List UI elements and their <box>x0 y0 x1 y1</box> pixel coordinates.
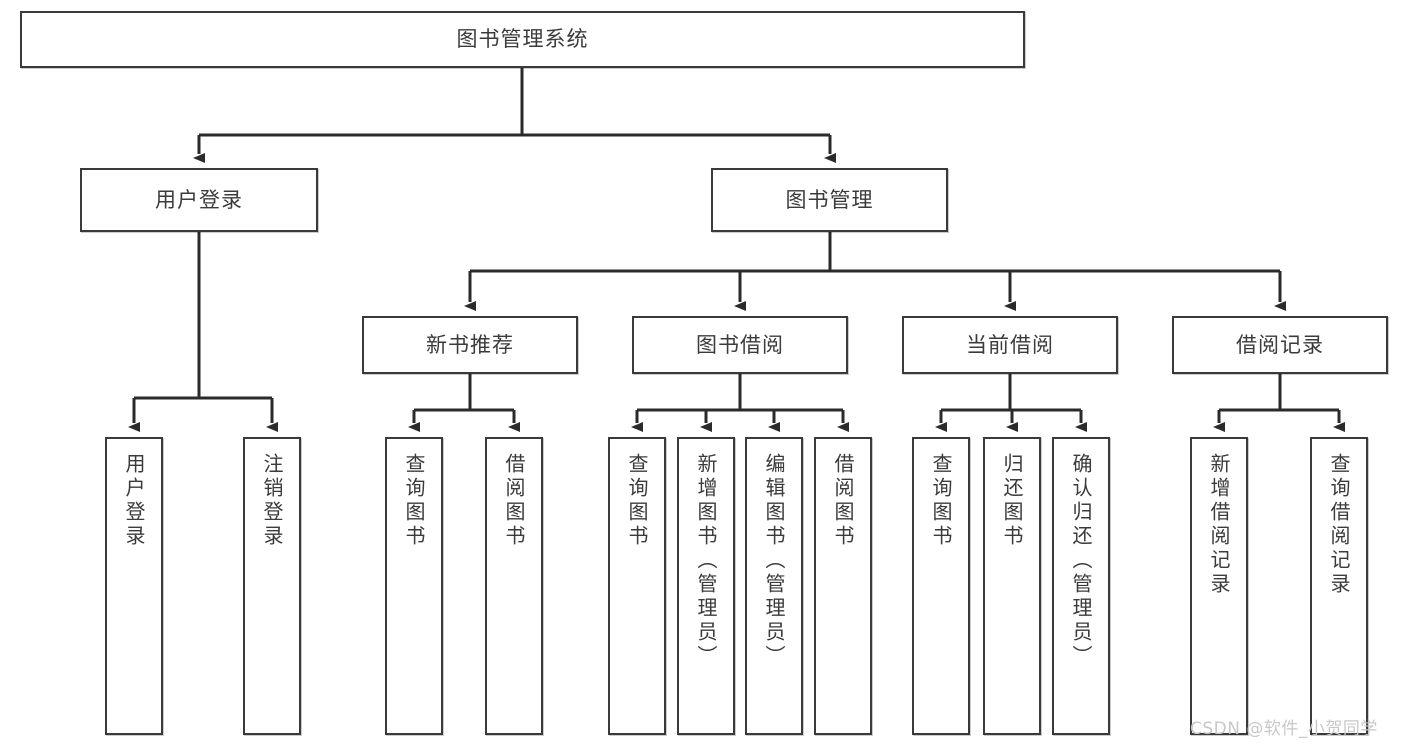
leaf-node-label: 新增借阅记录 <box>1207 453 1231 597</box>
leaf-node-label: 借阅图书 <box>502 453 526 549</box>
node-book-borrow[interactable]: 图书借阅 <box>632 316 848 374</box>
leaf-node-label: 查询借阅记录 <box>1327 453 1351 597</box>
csdn-watermark: CSDN @软件_小贺同学 <box>1190 719 1378 739</box>
leaf-node[interactable]: 编辑图书（管理员） <box>745 437 803 735</box>
node-label: 图书管理 <box>785 187 874 212</box>
leaf-node[interactable]: 查询借阅记录 <box>1310 437 1368 735</box>
node-current-borrow[interactable]: 当前借阅 <box>902 316 1118 374</box>
leaf-node[interactable]: 注销登录 <box>243 437 301 735</box>
leaf-node[interactable]: 查询图书 <box>912 437 970 735</box>
leaf-node[interactable]: 确认归还（管理员） <box>1052 437 1110 735</box>
node-root-label: 图书管理系统 <box>456 27 589 52</box>
node-borrow-record[interactable]: 借阅记录 <box>1172 316 1388 374</box>
leaf-node[interactable]: 新增借阅记录 <box>1190 437 1248 735</box>
node-label: 借阅记录 <box>1236 332 1324 357</box>
leaf-node-label: 用户登录 <box>122 453 146 549</box>
leaf-node-label: 编辑图书（管理员） <box>762 453 786 669</box>
leaf-node[interactable]: 借阅图书 <box>814 437 872 735</box>
leaf-node-label: 注销登录 <box>260 453 284 549</box>
leaf-node[interactable]: 查询图书 <box>385 437 443 735</box>
node-new-book-recommend[interactable]: 新书推荐 <box>362 316 578 374</box>
node-label: 图书借阅 <box>696 332 784 357</box>
leaf-node[interactable]: 查询图书 <box>608 437 666 735</box>
leaf-node-label: 新增图书（管理员） <box>694 453 718 669</box>
leaf-node-label: 确认归还（管理员） <box>1069 453 1093 669</box>
node-label: 当前借阅 <box>966 332 1054 357</box>
leaf-node[interactable]: 用户登录 <box>105 437 163 735</box>
node-label: 新书推荐 <box>426 332 514 357</box>
node-label: 用户登录 <box>155 187 243 212</box>
node-book-management[interactable]: 图书管理 <box>711 168 948 232</box>
leaf-node[interactable]: 借阅图书 <box>485 437 543 735</box>
leaf-node-label: 归还图书 <box>1000 453 1024 549</box>
node-root[interactable]: 图书管理系统 <box>20 11 1025 68</box>
leaf-node-label: 查询图书 <box>625 453 649 549</box>
leaf-node-label: 查询图书 <box>402 453 426 549</box>
leaf-node[interactable]: 归还图书 <box>983 437 1041 735</box>
node-user-login[interactable]: 用户登录 <box>80 168 318 232</box>
leaf-node-label: 借阅图书 <box>831 453 855 549</box>
leaf-node-label: 查询图书 <box>929 453 953 549</box>
leaf-node[interactable]: 新增图书（管理员） <box>677 437 735 735</box>
